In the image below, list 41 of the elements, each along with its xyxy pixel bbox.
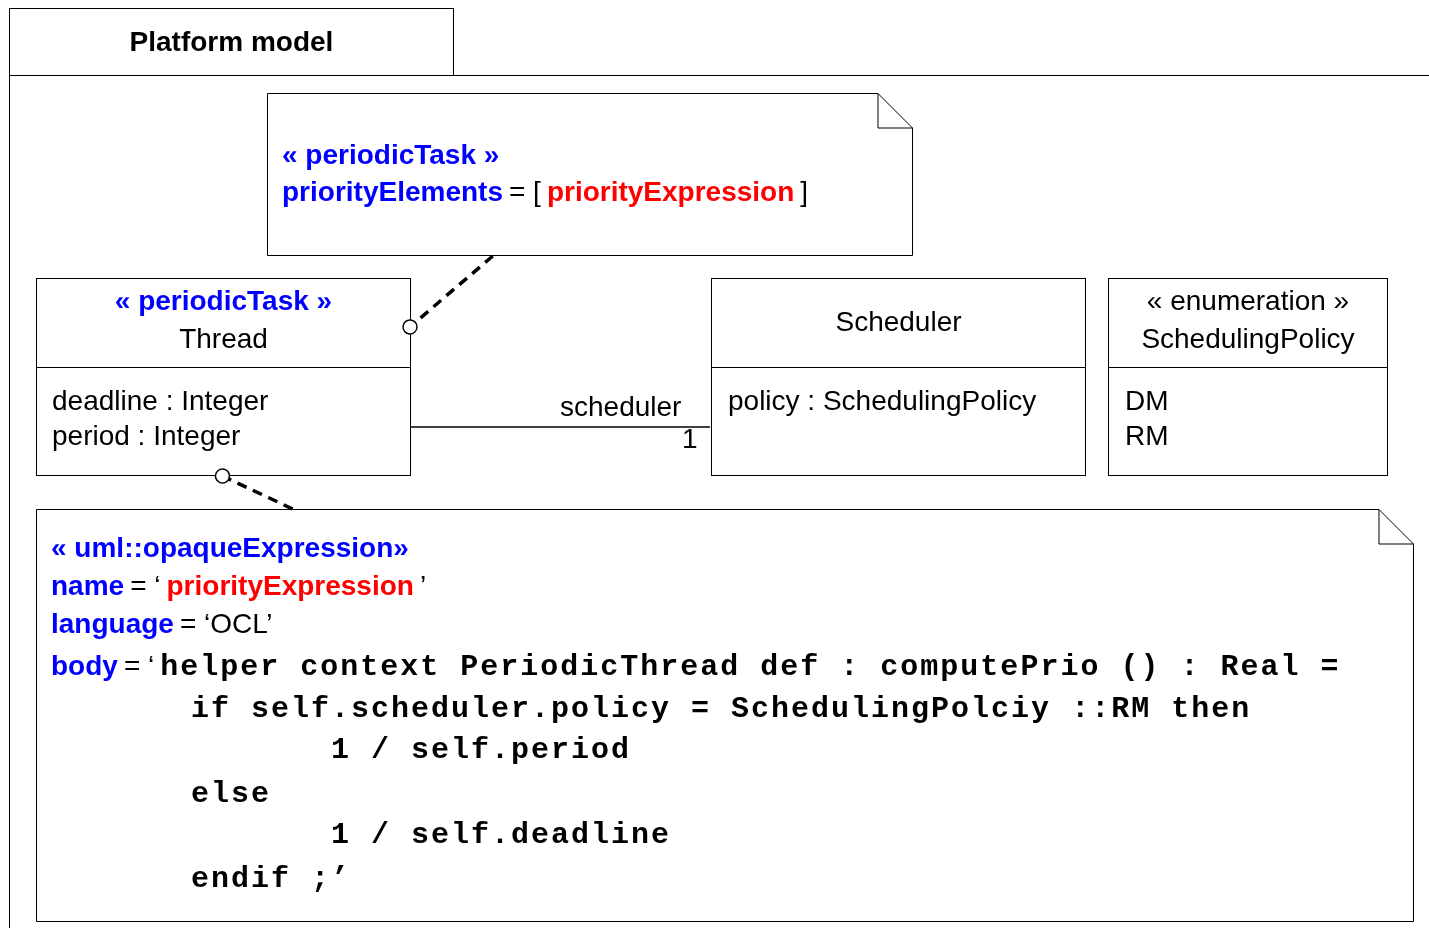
attribute-text: policy : SchedulingPolicy [728, 385, 1037, 417]
operator-text: = ‘ [123, 650, 155, 682]
literal-text: RM [1125, 420, 1169, 452]
property-name: language [51, 608, 174, 640]
code-line: else [191, 778, 271, 810]
literal-text: DM [1125, 385, 1169, 417]
expression-name: priorityExpression [166, 570, 414, 602]
code-line: helper context PeriodicThread def : computePrio () : Real = [160, 651, 1341, 683]
multiplicity-label: 1 [682, 423, 698, 455]
quote-text: ’ [419, 570, 427, 602]
association-line [409, 426, 711, 428]
class-box [1108, 278, 1388, 476]
stereotype-label: « uml::opaqueExpression» [51, 532, 409, 564]
class-name: Scheduler [835, 306, 962, 338]
operator-text: = [ [508, 176, 541, 208]
property-name: body [51, 650, 118, 682]
class-name: SchedulingPolicy [1141, 323, 1355, 355]
class-box [711, 278, 1086, 476]
note-box [267, 93, 913, 256]
attribute-text: deadline : Integer [52, 385, 269, 417]
dashed-connector [214, 468, 294, 511]
value-text: = ‘OCL’ [179, 608, 273, 640]
class-box [36, 278, 411, 476]
attribute-text: period : Integer [52, 420, 241, 452]
property-name: priorityElements [282, 176, 503, 208]
code-line: if self.scheduler.policy = SchedulingPolciy ::RM then [191, 693, 1252, 725]
note-box [36, 509, 1414, 922]
operator-text: = ‘ [130, 570, 161, 602]
bracket-text: ] [800, 176, 809, 208]
stereotype-label: « periodicTask » [282, 139, 500, 171]
expression-name: priorityExpression [546, 176, 795, 208]
frame [9, 8, 1429, 928]
stereotype-label: « periodicTask » [114, 285, 333, 317]
class-name: Thread [179, 323, 268, 355]
frame-title: Platform model [129, 25, 334, 59]
code-line: endif ;’ [191, 863, 352, 895]
code-line: 1 / self.deadline [331, 819, 672, 851]
property-name: name [51, 570, 125, 602]
stereotype-label: « enumeration » [1146, 285, 1350, 317]
dashed-connector [402, 254, 494, 335]
code-line: 1 / self.period [331, 734, 632, 766]
